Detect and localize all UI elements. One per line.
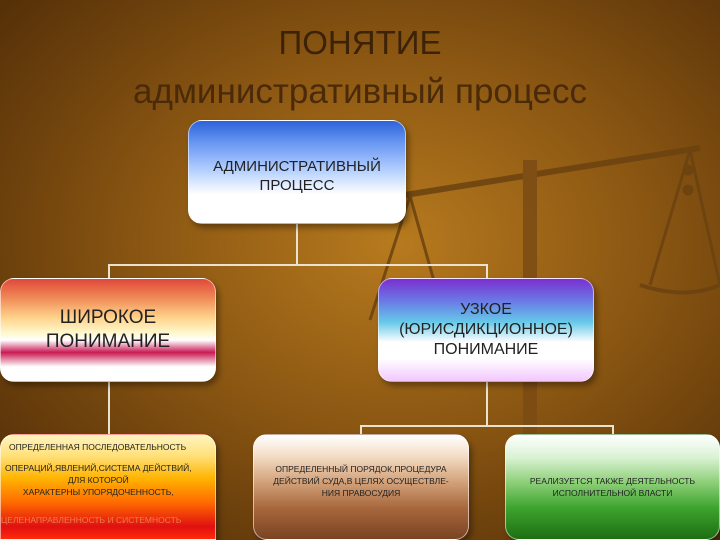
executive-detail-node: РЕАЛИЗУЕТСЯ ТАКЖЕ ДЕЯТЕЛЬНОСТЬ ИСПОЛНИТЕ…	[505, 434, 720, 540]
connector-root-down	[296, 224, 298, 266]
broad-node-label: ШИРОКОЕ ПОНИМАНИЕ	[45, 307, 171, 352]
broad-detail-line3: ЦЕЛЕНАПРАВЛЕННОСТЬ И СИСТЕМНОСТЬ	[1, 515, 182, 525]
connector-broad-down	[108, 382, 110, 434]
executive-detail-label: РЕАЛИЗУЕТСЯ ТАКЖЕ ДЕЯТЕЛЬНОСТЬ ИСПОЛНИТЕ…	[529, 476, 696, 498]
connector-to-narrow	[486, 264, 488, 278]
broad-understanding-node: ШИРОКОЕ ПОНИМАНИЕ	[0, 278, 216, 382]
broad-detail-line1: ОПРЕДЕЛЕННАЯ ПОСЛЕДОВАТЕЛЬНОСТЬ	[9, 442, 187, 452]
root-node-administrative-process: АДМИНИСТРАТИВНЫЙ ПРОЦЕСС	[188, 120, 406, 224]
connector-to-leaf2	[360, 425, 362, 434]
page-title-line1: ПОНЯТИЕ	[278, 24, 442, 61]
connector-to-broad	[108, 264, 110, 278]
narrow-detail-label: ОПРЕДЕЛЕННЫЙ ПОРЯДОК,ПРОЦЕДУРА ДЕЙСТВИЙ …	[273, 464, 449, 498]
page-title-line2: административный процесс	[132, 72, 587, 111]
broad-detail-line2: ОПЕРАЦИЙ,ЯВЛЕНИЙ,СИСТЕМА ДЕЙСТВИЙ, ДЛЯ К…	[5, 463, 192, 497]
root-node-label: АДМИНИСТРАТИВНЫЙ ПРОЦЕСС	[213, 158, 381, 194]
narrow-node-label: УЗКОЕ (ЮРИСДИКЦИОННОЕ) ПОНИМАНИЕ	[399, 301, 573, 358]
narrow-detail-node: ОПРЕДЕЛЕННЫЙ ПОРЯДОК,ПРОЦЕДУРА ДЕЙСТВИЙ …	[253, 434, 469, 540]
connector-horizontal-bottom	[360, 425, 612, 427]
narrow-understanding-node: УЗКОЕ (ЮРИСДИКЦИОННОЕ) ПОНИМАНИЕ	[378, 278, 594, 382]
broad-detail-node: ОПРЕДЕЛЕННАЯ ПОСЛЕДОВАТЕЛЬНОСТЬ ОПЕРАЦИЙ…	[0, 434, 216, 540]
connector-to-leaf3	[612, 425, 614, 434]
connector-horizontal-top	[108, 264, 486, 266]
connector-narrow-down	[486, 382, 488, 426]
